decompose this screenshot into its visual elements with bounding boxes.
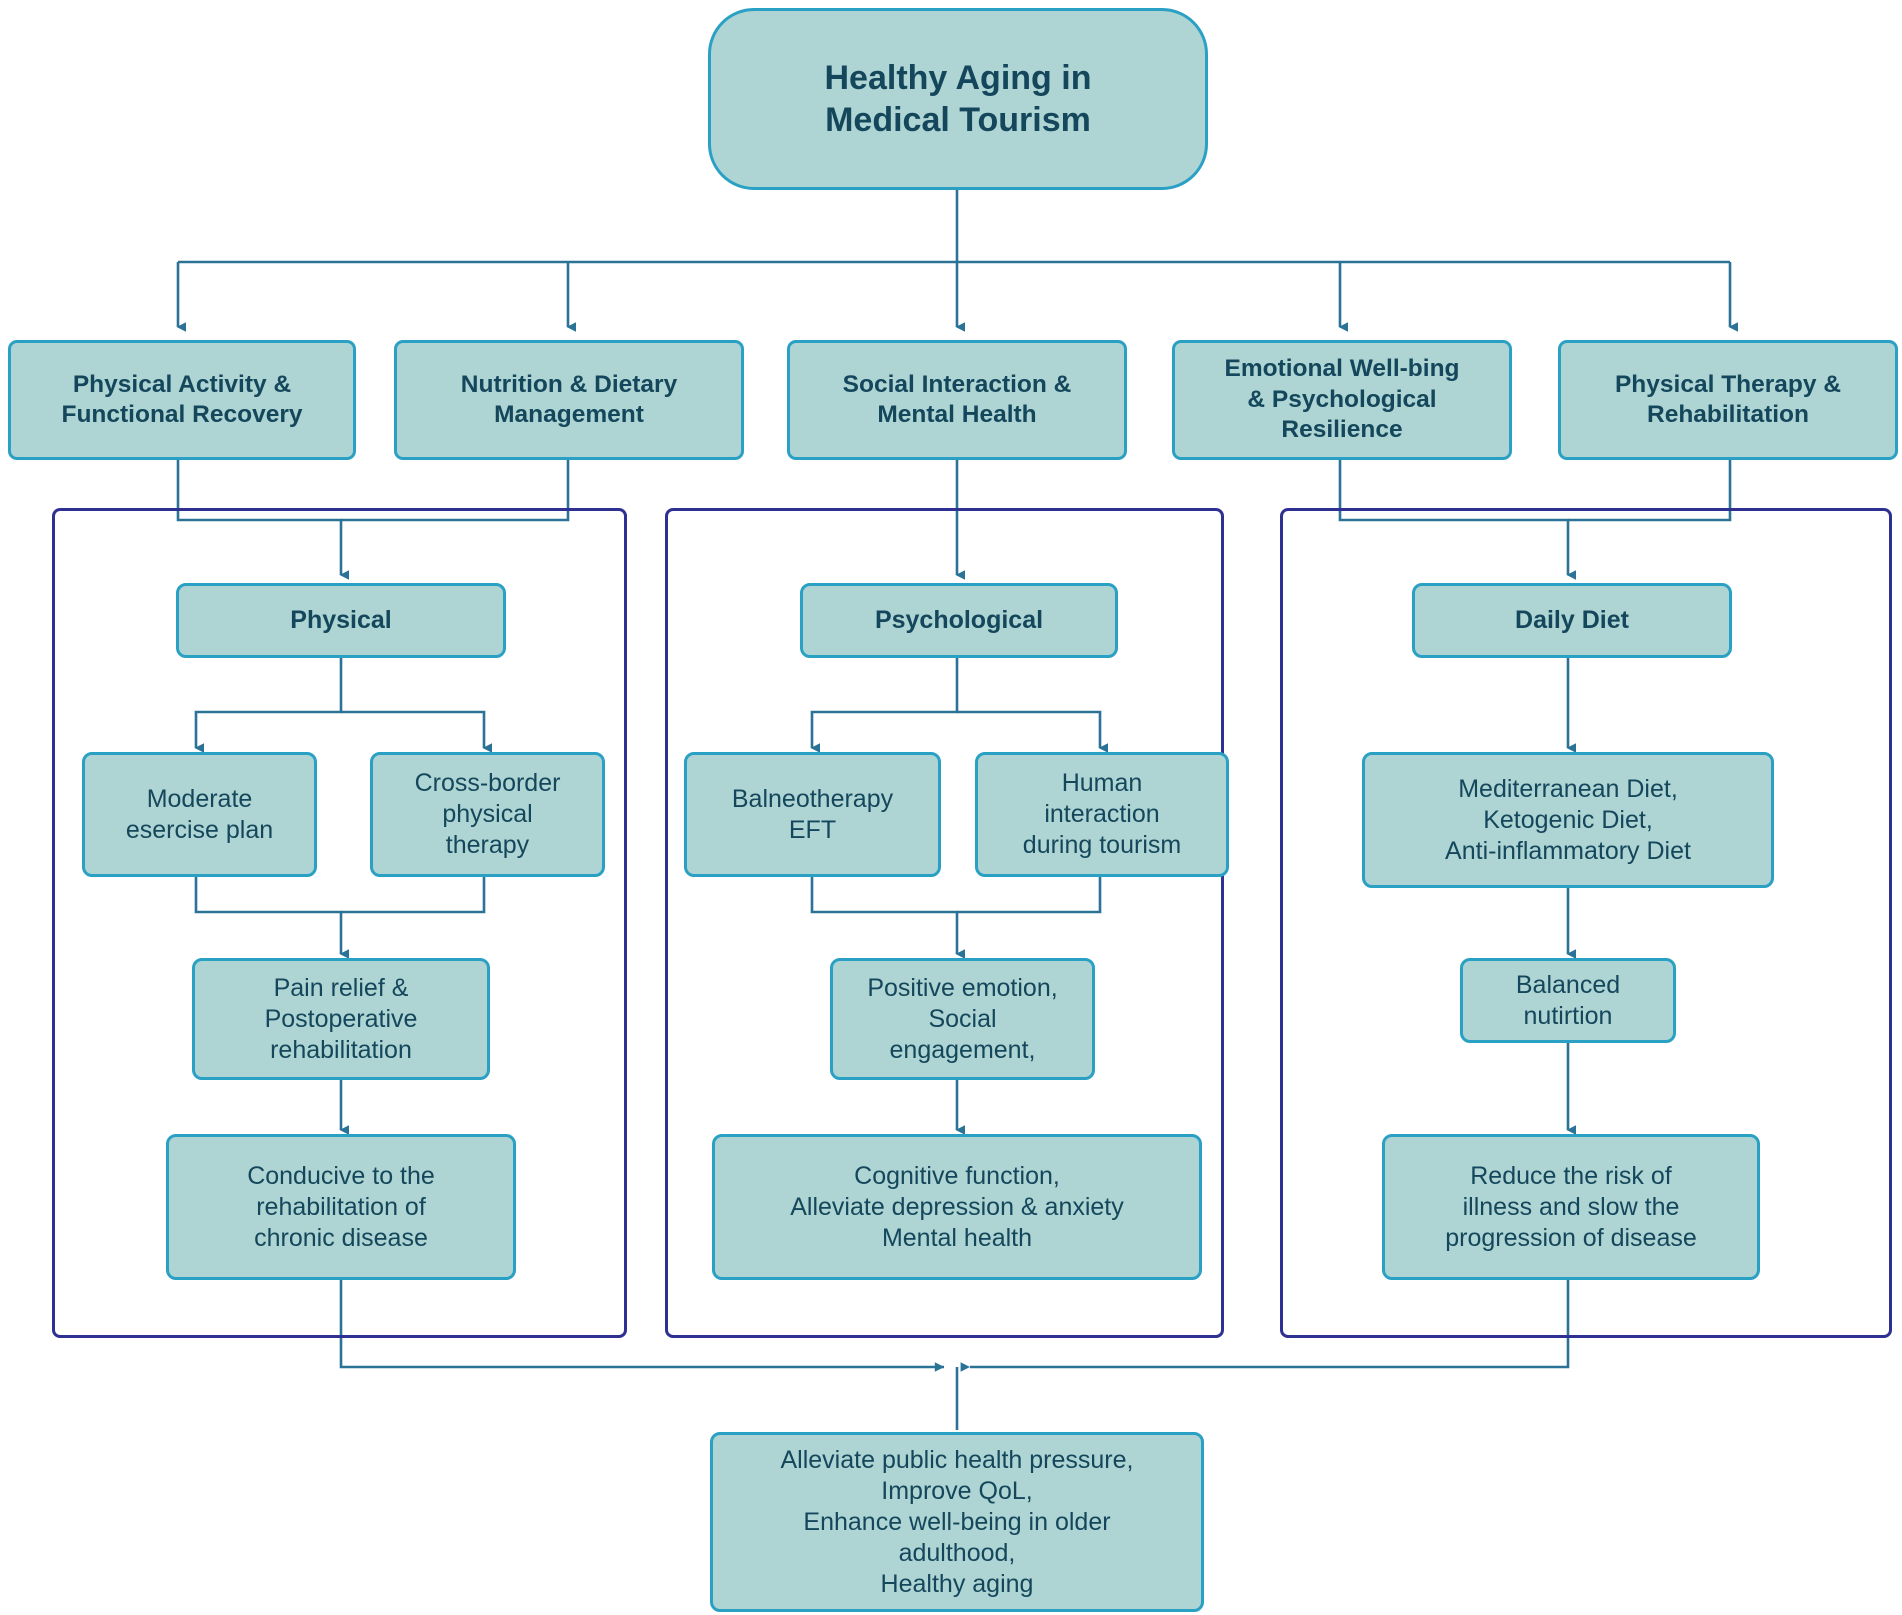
node-moderate-exercise-label: Moderate esercise plan [125, 784, 274, 844]
node-human-interaction-label: Human interaction during tourism [1022, 769, 1182, 859]
node-cognitive-function-label: Cognitive function, Alleviate depression… [790, 1161, 1124, 1252]
node-balanced-nutrition[interactable]: Balanced nutirtion [1460, 958, 1676, 1043]
column-head-daily-diet-label: Daily Diet [1515, 606, 1629, 634]
root-node-healthy-aging[interactable]: Healthy Aging in Medical Tourism [708, 8, 1208, 190]
domain-physical-activity-label: Physical Activity & Functional Recovery [61, 370, 303, 428]
node-pain-relief[interactable]: Pain relief & Postoperative rehabilitati… [192, 958, 490, 1080]
node-positive-emotion[interactable]: Positive emotion, Social engagement, [830, 958, 1095, 1080]
node-balneotherapy-eft-label: Balneotherapy EFT [731, 784, 894, 844]
domain-physical-therapy-label: Physical Therapy & Rehabilitation [1614, 370, 1842, 428]
node-final-outcome[interactable]: Alleviate public health pressure, Improv… [710, 1432, 1204, 1612]
node-cross-border-therapy[interactable]: Cross-border physical therapy [370, 752, 605, 877]
node-human-interaction[interactable]: Human interaction during tourism [975, 752, 1229, 877]
node-balneotherapy-eft[interactable]: Balneotherapy EFT [684, 752, 941, 877]
node-cross-border-therapy-label: Cross-border physical therapy [414, 769, 561, 859]
node-reduce-risk[interactable]: Reduce the risk of illness and slow the … [1382, 1134, 1760, 1280]
group-container-psychological [665, 508, 1224, 1338]
column-head-daily-diet[interactable]: Daily Diet [1412, 583, 1732, 658]
node-balanced-nutrition-label: Balanced nutirtion [1515, 970, 1621, 1030]
node-chronic-disease-rehab[interactable]: Conducive to the rehabilitation of chron… [166, 1134, 516, 1280]
node-final-outcome-label: Alleviate public health pressure, Improv… [780, 1445, 1134, 1598]
column-head-physical[interactable]: Physical [176, 583, 506, 658]
column-head-psychological-label: Psychological [874, 606, 1044, 634]
root-node-label: Healthy Aging in Medical Tourism [824, 58, 1092, 139]
domain-nutrition-label: Nutrition & Dietary Management [460, 370, 678, 428]
node-diet-types[interactable]: Mediterranean Diet, Ketogenic Diet, Anti… [1362, 752, 1774, 888]
domain-emotional-wellbeing[interactable]: Emotional Well-bing & Psychological Resi… [1172, 340, 1512, 460]
domain-physical-activity[interactable]: Physical Activity & Functional Recovery [8, 340, 356, 460]
domain-emotional-wellbeing-label: Emotional Well-bing & Psychological Resi… [1224, 355, 1460, 444]
column-head-physical-label: Physical [290, 606, 392, 634]
domain-social-interaction-label: Social Interaction & Mental Health [842, 370, 1072, 428]
domain-social-interaction[interactable]: Social Interaction & Mental Health [787, 340, 1127, 460]
node-moderate-exercise[interactable]: Moderate esercise plan [82, 752, 317, 877]
domain-nutrition[interactable]: Nutrition & Dietary Management [394, 340, 744, 460]
node-chronic-disease-rehab-label: Conducive to the rehabilitation of chron… [247, 1161, 435, 1252]
node-pain-relief-label: Pain relief & Postoperative rehabilitati… [264, 973, 418, 1064]
node-reduce-risk-label: Reduce the risk of illness and slow the … [1445, 1161, 1697, 1252]
domain-physical-therapy[interactable]: Physical Therapy & Rehabilitation [1558, 340, 1898, 460]
node-diet-types-label: Mediterranean Diet, Ketogenic Diet, Anti… [1445, 774, 1691, 865]
node-positive-emotion-label: Positive emotion, Social engagement, [867, 973, 1058, 1064]
column-head-psychological[interactable]: Psychological [800, 583, 1118, 658]
node-cognitive-function[interactable]: Cognitive function, Alleviate depression… [712, 1134, 1202, 1280]
